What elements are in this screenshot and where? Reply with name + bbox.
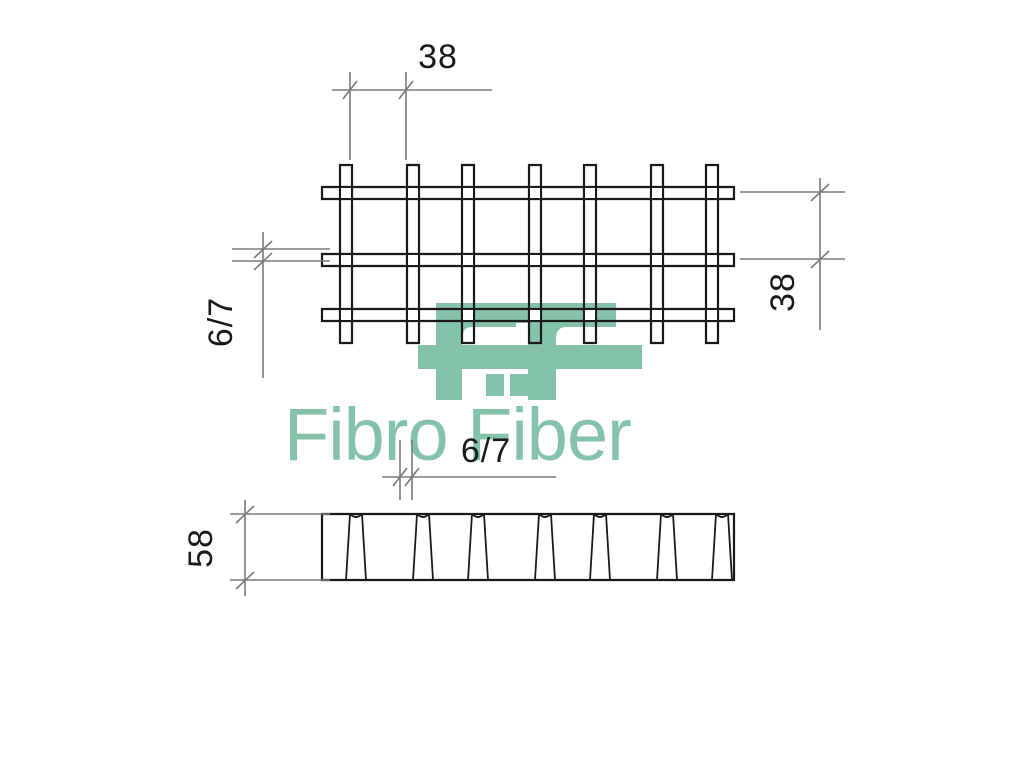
dimension-bar-width-left — [232, 232, 330, 378]
mesh-plan-view — [320, 163, 736, 345]
dimension-label-depth: 58 — [182, 528, 220, 568]
dimension-label-pitch-vertical: 38 — [764, 272, 802, 312]
dimension-label-bar-width-left: 6/7 — [202, 297, 240, 347]
dimension-label-pitch-horizontal: 38 — [418, 38, 458, 76]
dimension-pitch-vertical — [740, 178, 845, 330]
watermark-brand-text: Fibro Fiber — [284, 393, 631, 476]
dimension-pitch-horizontal — [332, 72, 492, 160]
dimension-bar-width-center — [382, 440, 556, 500]
dimension-label-bar-width-center: 6/7 — [461, 432, 511, 470]
dimension-depth — [230, 500, 330, 596]
mesh-section-view — [320, 512, 736, 582]
